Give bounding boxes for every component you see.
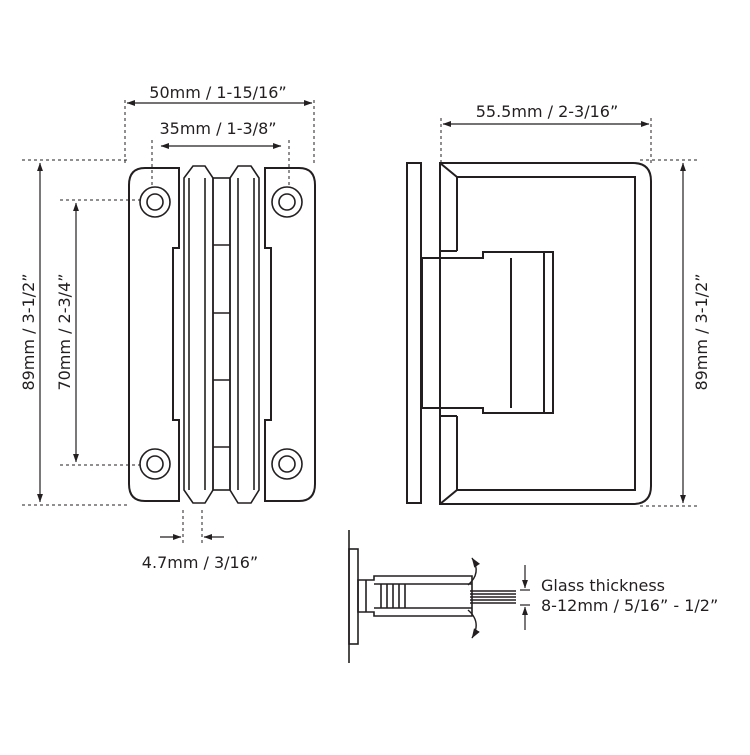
top-clamp bbox=[357, 575, 473, 617]
front-center-barrel bbox=[183, 165, 260, 504]
label-depth: 55.5mm / 2-3/16” bbox=[476, 102, 619, 121]
side-view: 55.5mm / 2-3/16” 89mm / 3-1/2” bbox=[406, 102, 711, 507]
label-side-height: 89mm / 3-1/2” bbox=[692, 273, 711, 390]
side-wall-plate bbox=[406, 162, 422, 504]
rotate-arrow-icons bbox=[467, 557, 481, 639]
glass-thickness-dimension bbox=[520, 565, 530, 630]
screw-hole-top-left-inner bbox=[146, 193, 164, 211]
label-overall-width: 50mm / 1-15/16” bbox=[149, 83, 286, 102]
label-hole-spacing-height: 70mm / 2-3/4” bbox=[55, 273, 74, 390]
side-frame bbox=[439, 162, 652, 505]
rotate-up-arrow-icon bbox=[467, 557, 481, 586]
screw-hole-top-left bbox=[139, 186, 171, 218]
top-glass-panel bbox=[470, 590, 516, 604]
side-dimension-lines bbox=[442, 121, 686, 504]
screw-hole-bottom-right-inner bbox=[278, 455, 296, 473]
front-dimension-lines bbox=[37, 100, 313, 540]
label-gap-width: 4.7mm / 3/16” bbox=[142, 553, 258, 572]
screw-hole-bottom-left bbox=[139, 448, 171, 480]
front-view: 50mm / 1-15/16” 35mm / 1-3/8” 89mm / 3-1… bbox=[19, 83, 316, 572]
label-overall-height: 89mm / 3-1/2” bbox=[19, 273, 38, 390]
top-view: Glass thickness 8-12mm / 5/16” - 1/2” bbox=[348, 530, 718, 663]
front-extension-lines bbox=[22, 100, 315, 545]
rotate-down-arrow-icon bbox=[467, 609, 480, 639]
label-hole-spacing-width: 35mm / 1-3/8” bbox=[159, 119, 276, 138]
screw-hole-top-right-inner bbox=[278, 193, 296, 211]
label-glass-thickness: Glass thickness bbox=[541, 576, 665, 595]
side-extension-lines bbox=[440, 118, 698, 507]
label-glass-thickness-range: 8-12mm / 5/16” - 1/2” bbox=[541, 596, 718, 615]
front-screw-holes bbox=[139, 186, 303, 480]
screw-hole-bottom-right bbox=[271, 448, 303, 480]
side-hinge-body bbox=[421, 250, 554, 417]
screw-hole-bottom-left-inner bbox=[146, 455, 164, 473]
front-left-leaf bbox=[128, 167, 180, 502]
screw-hole-top-right bbox=[271, 186, 303, 218]
front-right-leaf bbox=[264, 167, 316, 502]
top-wall-plate bbox=[348, 530, 359, 663]
